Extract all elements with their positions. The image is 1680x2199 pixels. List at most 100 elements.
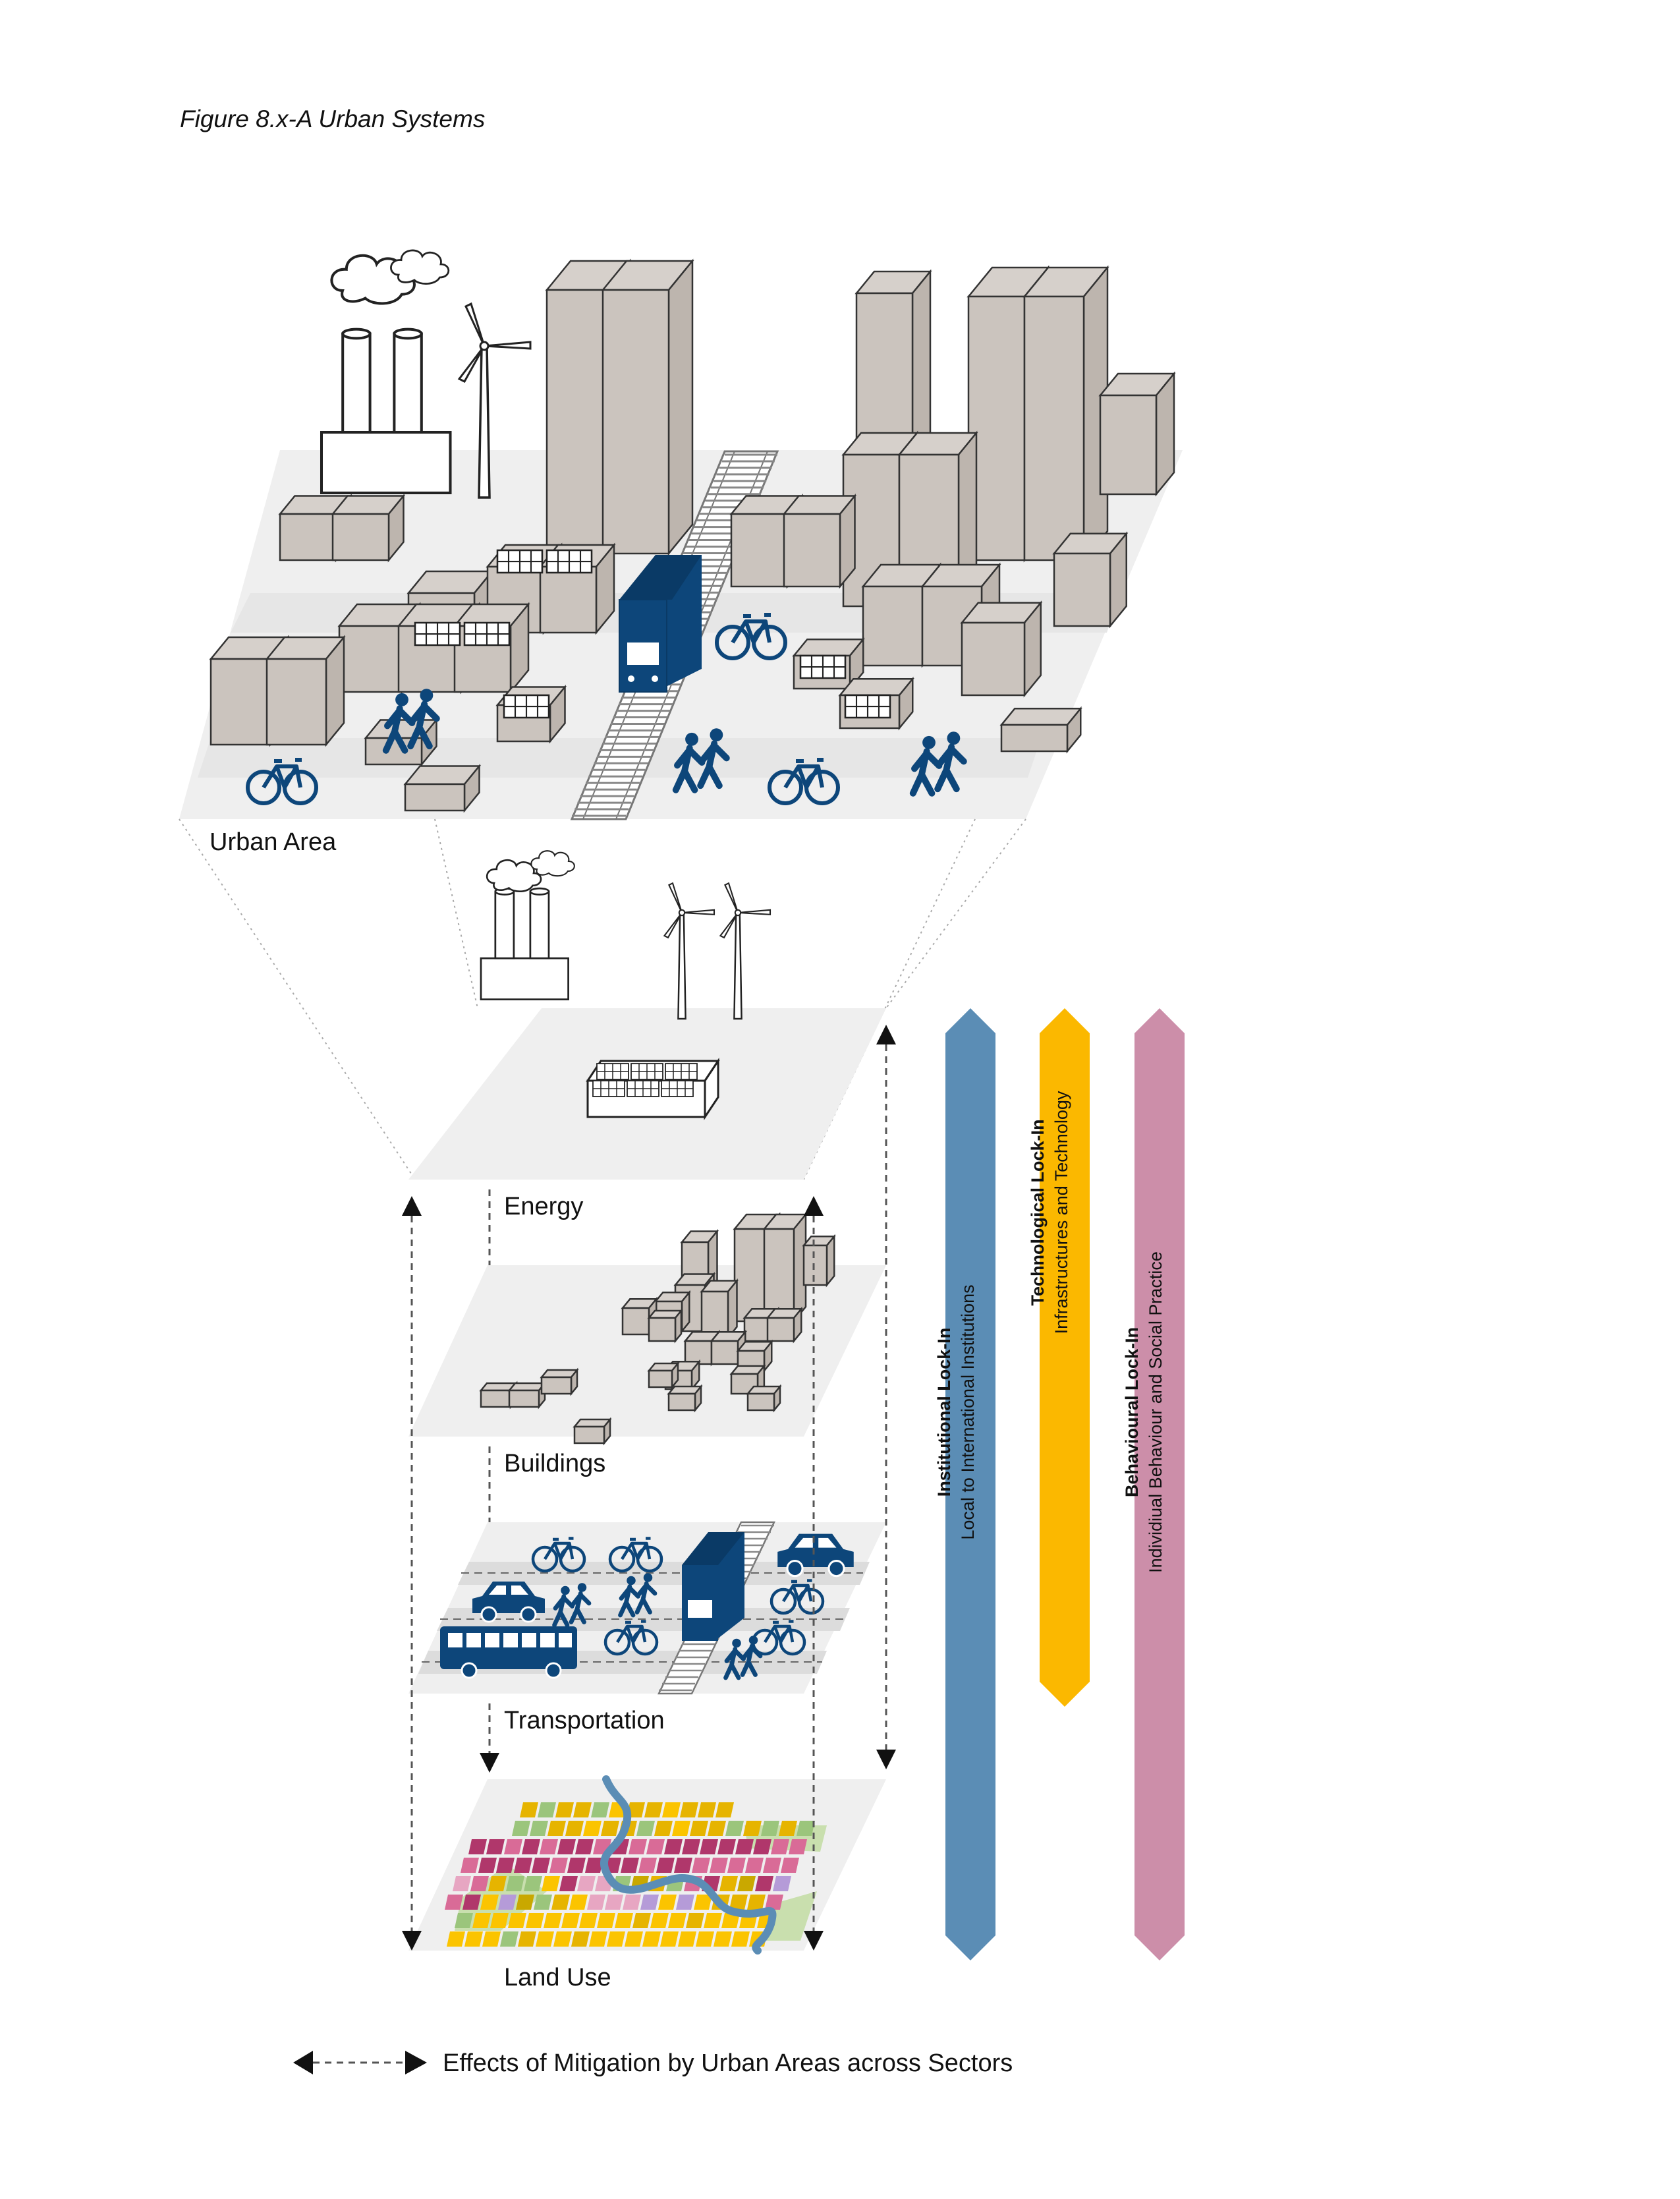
- land-parcel: [719, 1876, 738, 1891]
- land-parcel: [555, 1802, 574, 1817]
- panel-label-energy: Energy: [504, 1193, 584, 1220]
- land-parcel: [644, 1802, 663, 1817]
- institutional-lock-in-label: Institutional Lock-In Local to Internati…: [932, 1083, 1005, 1742]
- land-parcel: [765, 1895, 783, 1910]
- land-parcel: [623, 1895, 641, 1910]
- land-parcel: [632, 1913, 651, 1928]
- land-parcel: [544, 1913, 562, 1928]
- building-block: [802, 1234, 836, 1288]
- land-parcel: [731, 1931, 750, 1947]
- land-parcel: [797, 1821, 815, 1836]
- land-parcel: [571, 1931, 590, 1947]
- land-parcel: [668, 1913, 686, 1928]
- land-parcel: [640, 1895, 659, 1910]
- land-parcel: [561, 1913, 580, 1928]
- building-block: [667, 1384, 703, 1413]
- land-parcel: [674, 1858, 692, 1873]
- lock-subtitle: Local to International Institutions: [958, 1284, 978, 1540]
- panel-label-land-use: Land Use: [504, 1964, 611, 1991]
- land-parcel: [565, 1821, 584, 1836]
- land-parcel: [605, 1895, 623, 1910]
- land-parcel: [534, 1895, 552, 1910]
- land-parcel: [500, 1931, 518, 1947]
- land-parcel: [591, 1802, 609, 1817]
- solar-panel-icon: [546, 549, 593, 574]
- panel-label-urban-area: Urban Area: [210, 828, 337, 856]
- land-parcel: [585, 1858, 603, 1873]
- land-parcel: [551, 1895, 570, 1910]
- land-parcel: [480, 1895, 499, 1910]
- land-parcel: [650, 1913, 669, 1928]
- land-parcel: [773, 1876, 791, 1891]
- building-block: [278, 493, 353, 563]
- land-parcel: [696, 1931, 714, 1947]
- lock-title: Institutional Lock-In: [934, 1327, 954, 1497]
- land-parcel: [567, 1858, 586, 1873]
- lock-in-bands: [945, 1008, 1185, 1960]
- land-parcel: [714, 1931, 732, 1947]
- land-parcel: [577, 1876, 596, 1891]
- land-parcel: [453, 1876, 471, 1891]
- land-parcel: [447, 1931, 465, 1947]
- land-parcel: [512, 1821, 530, 1836]
- smoke-cloud-icon: [390, 249, 450, 285]
- land-parcel: [753, 1839, 771, 1854]
- wind-turbine-icon: [719, 882, 771, 1020]
- tower-building: [601, 258, 694, 556]
- land-parcel: [514, 1858, 532, 1873]
- land-parcel: [715, 1802, 734, 1817]
- building-block: [647, 1361, 680, 1390]
- land-parcel: [575, 1839, 594, 1854]
- building-block: [453, 602, 530, 695]
- land-parcel: [520, 1802, 538, 1817]
- land-parcel: [536, 1931, 554, 1947]
- building-block: [960, 600, 1043, 698]
- land-parcel: [498, 1895, 517, 1910]
- figure-title: Figure 8.x-A Urban Systems: [180, 105, 486, 132]
- behavioural-lock-in-label: Behavioural Lock-In Individiual Behaviou…: [1120, 1083, 1192, 1742]
- land-parcel: [569, 1895, 588, 1910]
- land-parcel: [710, 1858, 728, 1873]
- land-parcel: [587, 1895, 605, 1910]
- building-block: [746, 1384, 782, 1413]
- land-parcel: [462, 1895, 481, 1910]
- land-parcel: [763, 1858, 781, 1873]
- land-parcel: [621, 1858, 639, 1873]
- land-parcel: [676, 1895, 694, 1910]
- land-parcel: [530, 1821, 548, 1836]
- panel-label-buildings: Buildings: [504, 1450, 606, 1477]
- land-parcel: [542, 1876, 560, 1891]
- land-parcel: [589, 1931, 607, 1947]
- land-parcel: [579, 1913, 598, 1928]
- solar-panel-icon: [799, 654, 847, 679]
- land-parcel: [461, 1858, 479, 1873]
- land-parcel: [559, 1876, 578, 1891]
- land-parcel: [664, 1839, 683, 1854]
- land-parcel: [516, 1895, 534, 1910]
- land-parcel: [470, 1876, 489, 1891]
- tower-building: [762, 1212, 808, 1324]
- building-block: [507, 1381, 547, 1410]
- land-parcel: [717, 1839, 736, 1854]
- land-use-layer: [408, 1775, 886, 1955]
- land-parcel: [496, 1858, 515, 1873]
- land-parcel: [743, 1821, 762, 1836]
- land-parcel: [678, 1931, 696, 1947]
- technological-lock-in-label: Technological Lock-In Infrastructures an…: [1026, 883, 1098, 1542]
- land-parcel: [721, 1913, 740, 1928]
- land-parcel: [642, 1931, 661, 1947]
- train-icon: [619, 555, 702, 693]
- building-block: [540, 1367, 579, 1396]
- land-parcel: [700, 1839, 718, 1854]
- building-block: [573, 1417, 612, 1446]
- land-parcel: [761, 1821, 779, 1836]
- lock-subtitle: Infrastructures and Technology: [1051, 1091, 1071, 1334]
- power-plant-icon: [480, 887, 569, 1000]
- land-parcel: [682, 1839, 700, 1854]
- land-parcel: [538, 1802, 556, 1817]
- land-parcel: [708, 1821, 726, 1836]
- land-parcel: [573, 1802, 592, 1817]
- land-parcel: [518, 1931, 536, 1947]
- train-icon: [682, 1532, 744, 1641]
- legend-arrow-icon: [293, 2051, 427, 2074]
